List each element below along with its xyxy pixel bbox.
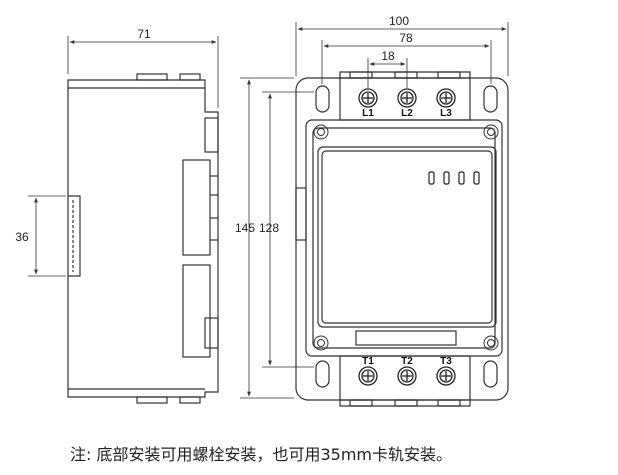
led-indicators bbox=[428, 171, 480, 185]
corner-screws bbox=[313, 124, 499, 351]
dimension-mount-hole-spacing bbox=[321, 40, 492, 84]
dim-label-front-width: 100 bbox=[389, 14, 409, 28]
front-view bbox=[295, 71, 509, 407]
terminal-label-l3: L3 bbox=[440, 108, 452, 119]
dim-label-rail-height: 36 bbox=[15, 230, 29, 244]
terminal-label-l2: L2 bbox=[401, 108, 413, 119]
terminal-label-t1: T1 bbox=[362, 356, 374, 367]
dim-label-mount-hole-spacing: 78 bbox=[399, 31, 413, 45]
dimension-side-width bbox=[67, 36, 219, 108]
dimension-terminal-pitch bbox=[367, 58, 408, 88]
dim-label-terminal-pitch: 18 bbox=[381, 49, 395, 63]
dimension-front-width bbox=[295, 22, 509, 76]
dimension-rail-height bbox=[28, 195, 66, 277]
top-terminals bbox=[358, 88, 456, 108]
dim-label-mount-hole-height: 128 bbox=[259, 221, 279, 235]
terminal-label-l1: L1 bbox=[362, 108, 374, 119]
dimension-front-height bbox=[240, 77, 294, 399]
dimension-mount-hole-height bbox=[262, 91, 314, 368]
installation-note: 注: 底部安装可用螺栓安装，也可用35mm卡轨安装。 bbox=[70, 445, 453, 464]
dim-label-front-height: 145 bbox=[235, 221, 255, 235]
dim-label-side-width: 71 bbox=[137, 27, 151, 41]
terminal-label-t2: T2 bbox=[401, 356, 413, 367]
bottom-terminals bbox=[358, 366, 456, 386]
terminal-label-t3: T3 bbox=[440, 356, 452, 367]
side-view bbox=[67, 73, 219, 404]
